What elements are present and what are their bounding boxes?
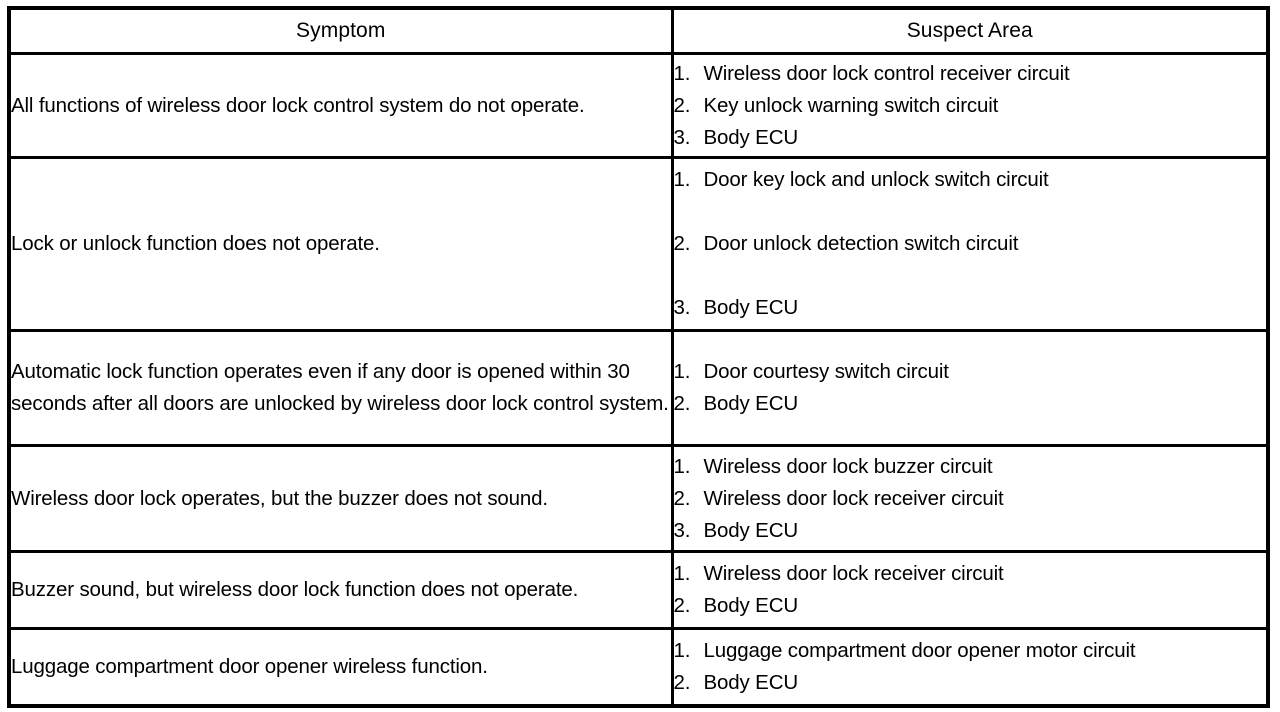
column-header-symptom-label: Symptom xyxy=(296,19,386,42)
list-item-number: 1. xyxy=(673,360,691,383)
column-header-suspect-area-label: Suspect Area xyxy=(906,19,1033,42)
symptom-text: All functions of wireless door lock cont… xyxy=(11,93,585,117)
list-item-number: 1. xyxy=(673,454,691,478)
symptom-text: Buzzer sound, but wireless door lock fun… xyxy=(11,578,579,601)
list-item: 2. Body ECU xyxy=(674,590,1267,622)
list-item-label: Body ECU xyxy=(703,594,799,617)
symptom-text: Wireless door lock operates, but the buz… xyxy=(11,486,548,510)
list-item-label: Door courtesy switch circuit xyxy=(703,360,949,383)
symptom-cell: Automatic lock function operates even if… xyxy=(7,329,674,447)
list-item: 2. Body ECU xyxy=(674,667,1267,699)
table-row: Lock or unlock function does not operate… xyxy=(7,156,1270,332)
symptom-text: Automatic lock function operates even if… xyxy=(11,360,669,415)
list-item: 1. Door courtesy switch circuit xyxy=(674,356,1267,388)
suspect-area-list: 1. Wireless door lock receiver circuit 2… xyxy=(674,556,1267,624)
list-item-label: Body ECU xyxy=(703,296,799,319)
suspect-area-cell: 1. Luggage compartment door opener motor… xyxy=(670,627,1270,708)
table-body: All functions of wireless door lock cont… xyxy=(7,52,1270,708)
table-row: All functions of wireless door lock cont… xyxy=(7,52,1270,159)
suspect-area-list: 1. Luggage compartment door opener motor… xyxy=(674,633,1267,701)
suspect-area-list: 1. Door key lock and unlock switch circu… xyxy=(674,162,1267,326)
suspect-area-list: 1. Wireless door lock buzzer circuit 2. … xyxy=(674,449,1267,549)
suspect-area-cell: 1. Door courtesy switch circuit 2. Body … xyxy=(670,329,1270,447)
list-item: 2. Body ECU xyxy=(674,388,1267,420)
list-item-label: Body ECU xyxy=(703,392,799,415)
symptom-cell: Lock or unlock function does not operate… xyxy=(7,156,674,332)
list-item-label: Wireless door lock receiver circuit xyxy=(703,486,1004,510)
suspect-area-list: 1. Door courtesy switch circuit 2. Body … xyxy=(674,354,1267,422)
column-header-suspect-area: Suspect Area xyxy=(670,6,1270,55)
list-item-label: Luggage compartment door opener motor ci… xyxy=(703,639,1136,662)
list-item: 3. Body ECU xyxy=(674,515,1267,547)
list-item-label: Door unlock detection switch circuit xyxy=(703,232,1019,255)
symptom-text: Lock or unlock function does not operate… xyxy=(11,232,380,255)
list-item-number: 2. xyxy=(673,594,691,617)
table-row: Wireless door lock operates, but the buz… xyxy=(7,444,1270,553)
list-item: 2. Wireless door lock receiver circuit xyxy=(674,483,1267,515)
list-item-label: Wireless door lock control receiver circ… xyxy=(703,61,1070,85)
suspect-area-list: 1. Wireless door lock control receiver c… xyxy=(674,56,1267,156)
list-item: 1. Luggage compartment door opener motor… xyxy=(674,635,1267,667)
list-item-number: 3. xyxy=(673,125,691,149)
table-row: Luggage compartment door opener wireless… xyxy=(7,627,1270,708)
symptom-cell: Luggage compartment door opener wireless… xyxy=(7,627,674,708)
suspect-area-cell: 1. Wireless door lock control receiver c… xyxy=(670,52,1270,159)
list-item-number: 2. xyxy=(673,486,691,510)
list-item-label: Wireless door lock buzzer circuit xyxy=(703,454,993,478)
symptom-cell: All functions of wireless door lock cont… xyxy=(7,52,674,159)
list-item: 1. Door key lock and unlock switch circu… xyxy=(674,164,1267,196)
symptom-suspect-area-table: Symptom Suspect Area All functions of wi… xyxy=(7,6,1270,708)
list-item: 1. Wireless door lock buzzer circuit xyxy=(674,451,1267,483)
table-row: Automatic lock function operates even if… xyxy=(7,329,1270,447)
table-row: Buzzer sound, but wireless door lock fun… xyxy=(7,550,1270,630)
symptom-cell: Buzzer sound, but wireless door lock fun… xyxy=(7,550,674,630)
list-item-label: Body ECU xyxy=(703,518,799,542)
column-header-symptom: Symptom xyxy=(7,6,674,55)
list-item: 2. Key unlock warning switch circuit xyxy=(674,90,1267,122)
list-item-number: 1. xyxy=(673,562,691,585)
suspect-area-cell: 1. Door key lock and unlock switch circu… xyxy=(670,156,1270,332)
list-item-label: Door key lock and unlock switch circuit xyxy=(703,168,1049,191)
suspect-area-cell: 1. Wireless door lock receiver circuit 2… xyxy=(670,550,1270,630)
list-item-label: Body ECU xyxy=(703,671,799,694)
list-item-number: 1. xyxy=(673,168,691,191)
list-item-number: 1. xyxy=(673,61,691,85)
list-item-number: 2. xyxy=(673,671,691,694)
list-item-number: 2. xyxy=(673,392,691,415)
list-item: 3. Body ECU xyxy=(674,122,1267,154)
list-item-label: Wireless door lock receiver circuit xyxy=(703,562,1004,585)
list-item: 1. Wireless door lock control receiver c… xyxy=(674,58,1267,90)
table-header-row: Symptom Suspect Area xyxy=(7,6,1270,55)
list-item-number: 2. xyxy=(673,232,691,255)
list-item-label: Key unlock warning switch circuit xyxy=(703,93,999,117)
symptom-cell: Wireless door lock operates, but the buz… xyxy=(7,444,674,553)
list-item-number: 1. xyxy=(673,639,691,662)
list-item: 2. Door unlock detection switch circuit xyxy=(674,228,1267,260)
list-item-number: 3. xyxy=(673,518,691,542)
list-item-number: 2. xyxy=(673,93,691,117)
list-item-number: 3. xyxy=(673,296,691,319)
table-header: Symptom Suspect Area xyxy=(7,6,1270,55)
list-item-label: Body ECU xyxy=(703,125,799,149)
symptom-text: Luggage compartment door opener wireless… xyxy=(11,655,488,678)
suspect-area-cell: 1. Wireless door lock buzzer circuit 2. … xyxy=(670,444,1270,553)
list-item: 3. Body ECU xyxy=(674,292,1267,324)
list-item: 1. Wireless door lock receiver circuit xyxy=(674,558,1267,590)
